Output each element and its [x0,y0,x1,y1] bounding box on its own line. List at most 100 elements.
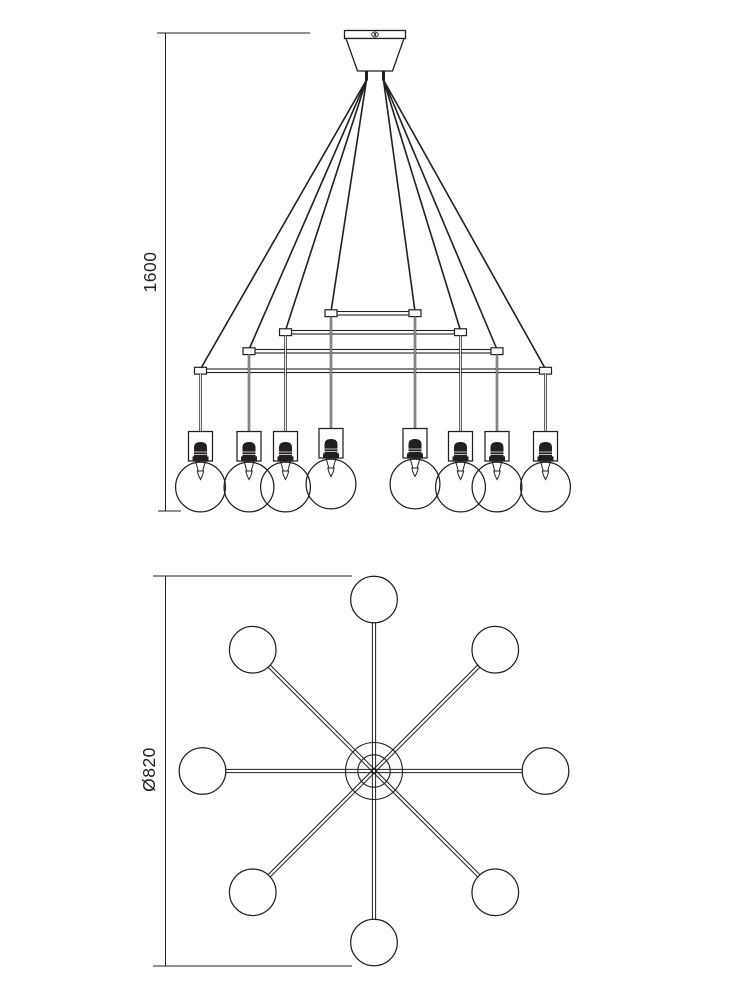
stem-line [332,457,337,469]
plan-bulb [521,747,570,795]
bulb-globe [305,458,357,510]
cable-gripper-cap [453,328,468,337]
socket [324,439,338,456]
bulb-globe [519,461,572,513]
stem-line [455,460,459,472]
socket [194,442,207,459]
lamp-holder [447,430,474,462]
drop-cables [199,316,547,433]
canopy-body [345,37,405,72]
height-dimension [157,32,310,512]
bulb-assembly [223,430,275,513]
socket-base-band [192,456,209,461]
stem-line [462,460,466,472]
cable-gripper-cap [278,328,293,337]
socket-base-band [537,456,554,461]
bottom-plan-view: Ø820 [139,575,570,967]
diameter-dimension-label: Ø820 [139,747,159,792]
filament-mount [245,470,253,481]
plan-bulb [350,575,398,624]
arm-line [372,649,494,771]
bulb-assembly [519,430,572,513]
stem-line [325,457,330,469]
cable-gripper-cap [538,366,553,375]
suspension-wire-right [382,79,462,331]
bulb-assembly [471,430,523,513]
cable-gripper-cap [408,309,422,318]
tier-bar [284,329,462,335]
socket-base-band [407,453,423,458]
stem-line [547,460,551,472]
stem-line [243,460,248,472]
bulb-globe [389,458,441,510]
cable-gripper-cap [324,309,338,318]
socket [490,442,504,459]
bulb-assembly [174,430,227,513]
bulb-assembly [434,430,487,513]
socket [242,442,256,459]
arm-line [252,651,374,773]
stem-line [287,460,291,472]
cable-gripper-cap [242,347,256,356]
front-elevation-view: 1600 [140,29,572,513]
socket [279,442,292,459]
bulb-assembly [259,430,312,513]
arm-line [254,771,376,893]
arm-line [254,649,376,771]
cable-gripper-cap [490,347,504,356]
socket-base-band [489,456,505,461]
socket [408,439,422,456]
suspension-wire-left [199,79,368,370]
suspension-wires [199,79,547,370]
socket-base-band [277,456,294,461]
stem-line [250,460,255,472]
bulb-assembly [389,427,441,510]
stem-line [416,457,421,469]
suspension-wire-right [382,79,416,312]
socket-base-band [241,456,257,461]
stem-line [491,460,496,472]
socket [539,442,552,459]
suspension-wire-left [248,79,368,350]
plan-bulb [178,747,227,795]
plan-bulb [471,625,520,674]
hub-outer-ring [344,741,404,801]
center-hub [344,741,404,801]
bulb-globe [223,461,275,513]
filament-mount [327,467,335,478]
socket-base-band [452,456,469,461]
arm-line [374,769,496,891]
plan-bulb [228,868,277,917]
height-dimension-label: 1600 [140,252,160,293]
arm-line [372,771,494,893]
ceiling-canopy [343,29,407,81]
bulb-globe [174,461,227,513]
suspension-wire-left [284,79,368,331]
stem-line [540,460,544,472]
stem-line [498,460,503,472]
suspension-wire-right [382,79,498,350]
plan-bulbs [178,575,570,967]
hub-inner-ring [357,754,391,788]
socket-base-band [323,453,339,458]
arm-line [252,769,374,891]
plan-bulb [471,868,520,917]
stem-line [195,460,199,472]
stem-line [202,460,206,472]
bulb-globe [259,461,312,513]
bulb-globe [471,461,523,513]
filament-mount [196,470,205,481]
filament-mount [541,470,550,481]
tier-bar [199,368,547,374]
tier-bar [330,310,416,316]
filament-mount [493,470,501,481]
bulb-assemblies [174,427,572,513]
filament-mount [411,467,419,478]
plan-bulb [228,625,277,674]
suspension-wire-right [382,79,547,370]
stem-line [409,457,414,469]
suspension-wire-left [330,79,368,312]
bulb-globe [434,461,487,513]
canopy-keyhole-slot [374,33,376,36]
